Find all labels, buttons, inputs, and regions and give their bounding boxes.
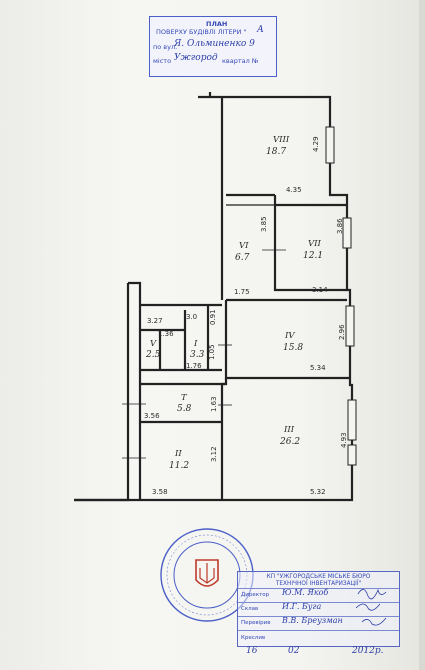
checked-label: Перевірив — [241, 620, 271, 626]
room-area-VIII: 18.7 — [266, 147, 286, 157]
plan-title: ПЛАН — [206, 20, 228, 28]
street-label: по вул. — [153, 43, 178, 51]
plan-header-stamp: ПЛАН ПОВЕРХУ БУДІВЛІ ЛІТЕРИ " А по вул. … — [149, 16, 277, 77]
paper-edge — [419, 0, 425, 670]
composed-label: Склав — [241, 606, 259, 612]
room-number-II: II — [174, 449, 182, 459]
dim-3-0: 3.0 — [186, 313, 197, 321]
room-number-VII: VII — [308, 239, 321, 249]
room-number-III: III — [283, 425, 295, 435]
room-number-T: T — [181, 393, 188, 403]
dim-3-12: 3.12 — [210, 446, 218, 462]
dim-1-36: 1.36 — [158, 330, 174, 338]
room-area-V: 2.5 — [145, 350, 161, 360]
room-area-T: 5.8 — [177, 404, 192, 414]
room-area-VII: 12.1 — [303, 251, 323, 261]
dim-3-27: 3.27 — [147, 317, 163, 325]
city-label: місто — [153, 57, 172, 65]
dim-3-85: 3.85 — [260, 216, 268, 232]
dim-4-29: 4.29 — [312, 136, 320, 152]
bureau-name-line1: КП "УЖГОРОДСЬКЕ МІСЬКЕ БЮРО — [266, 574, 371, 580]
date-day: 16 — [246, 646, 258, 656]
room-number-I: I — [193, 339, 198, 349]
composed-value: И.Г. Буга — [282, 602, 322, 611]
date-year: 2012р. — [352, 646, 384, 656]
dim-1-76: 1.76 — [186, 362, 202, 370]
dim-1-63: 1.63 — [210, 396, 218, 412]
dim-1-75: 1.75 — [234, 288, 250, 296]
dim-1-05: 1.05 — [208, 344, 216, 360]
room-area-VI: 6.7 — [235, 253, 250, 263]
dim-3-86: 3.86 — [336, 218, 344, 234]
building-letter: А — [257, 25, 264, 35]
dim-4-35: 4.35 — [286, 186, 302, 194]
signatures — [355, 588, 387, 626]
dim-2-96: 2.96 — [338, 324, 346, 340]
door-marks — [122, 249, 286, 459]
dim-4-93: 4.93 — [340, 432, 348, 448]
date-month: 02 — [288, 646, 300, 656]
bureau-name: КП "УЖГОРОДСЬКЕ МІСЬКЕ БЮРО ТЕХНІЧНОЇ ІН… — [238, 574, 399, 588]
dim-0-91: 0.91 — [209, 309, 217, 325]
bureau-name-line2: ТЕХНІЧНОЇ ІНВЕНТАРИЗАЦІЇ" — [275, 581, 362, 587]
checked-value: В.В. Бреузман — [282, 616, 343, 625]
director-label: Директор — [241, 592, 270, 598]
dim-3-14: 3.14 — [312, 286, 328, 294]
room-area-IV: 15.8 — [283, 343, 303, 353]
city-value: Ужгород — [174, 53, 218, 63]
room-area-II: 11.2 — [169, 461, 189, 471]
drew-label: Креслив — [241, 635, 266, 641]
room-number-VI: VI — [239, 241, 249, 251]
dim-3-58: 3.58 — [152, 488, 168, 496]
dim-3-56: 3.56 — [144, 412, 160, 420]
bureau-stamp: КП "УЖГОРОДСЬКЕ МІСЬКЕ БЮРО ТЕХНІЧНОЇ ІН… — [237, 571, 400, 647]
director-value: Ю.М. Якоб — [282, 588, 329, 597]
street-value: Я. Ольминенко 9 — [174, 39, 255, 49]
plan-subtitle: ПОВЕРХУ БУДІВЛІ ЛІТЕРИ " — [156, 28, 247, 36]
room-area-I: 3.3 — [190, 350, 205, 360]
quarter-label: квартал № — [222, 57, 259, 65]
room-number-IV: IV — [284, 331, 295, 341]
dim-5-34: 5.34 — [310, 364, 326, 372]
room-area-III: 26.2 — [279, 437, 300, 447]
dim-5-32: 5.32 — [310, 488, 326, 496]
room-number-VIII: VIII — [273, 135, 290, 145]
windows — [325, 126, 357, 466]
room-number-V: V — [150, 339, 157, 349]
plan-walls — [74, 92, 354, 502]
